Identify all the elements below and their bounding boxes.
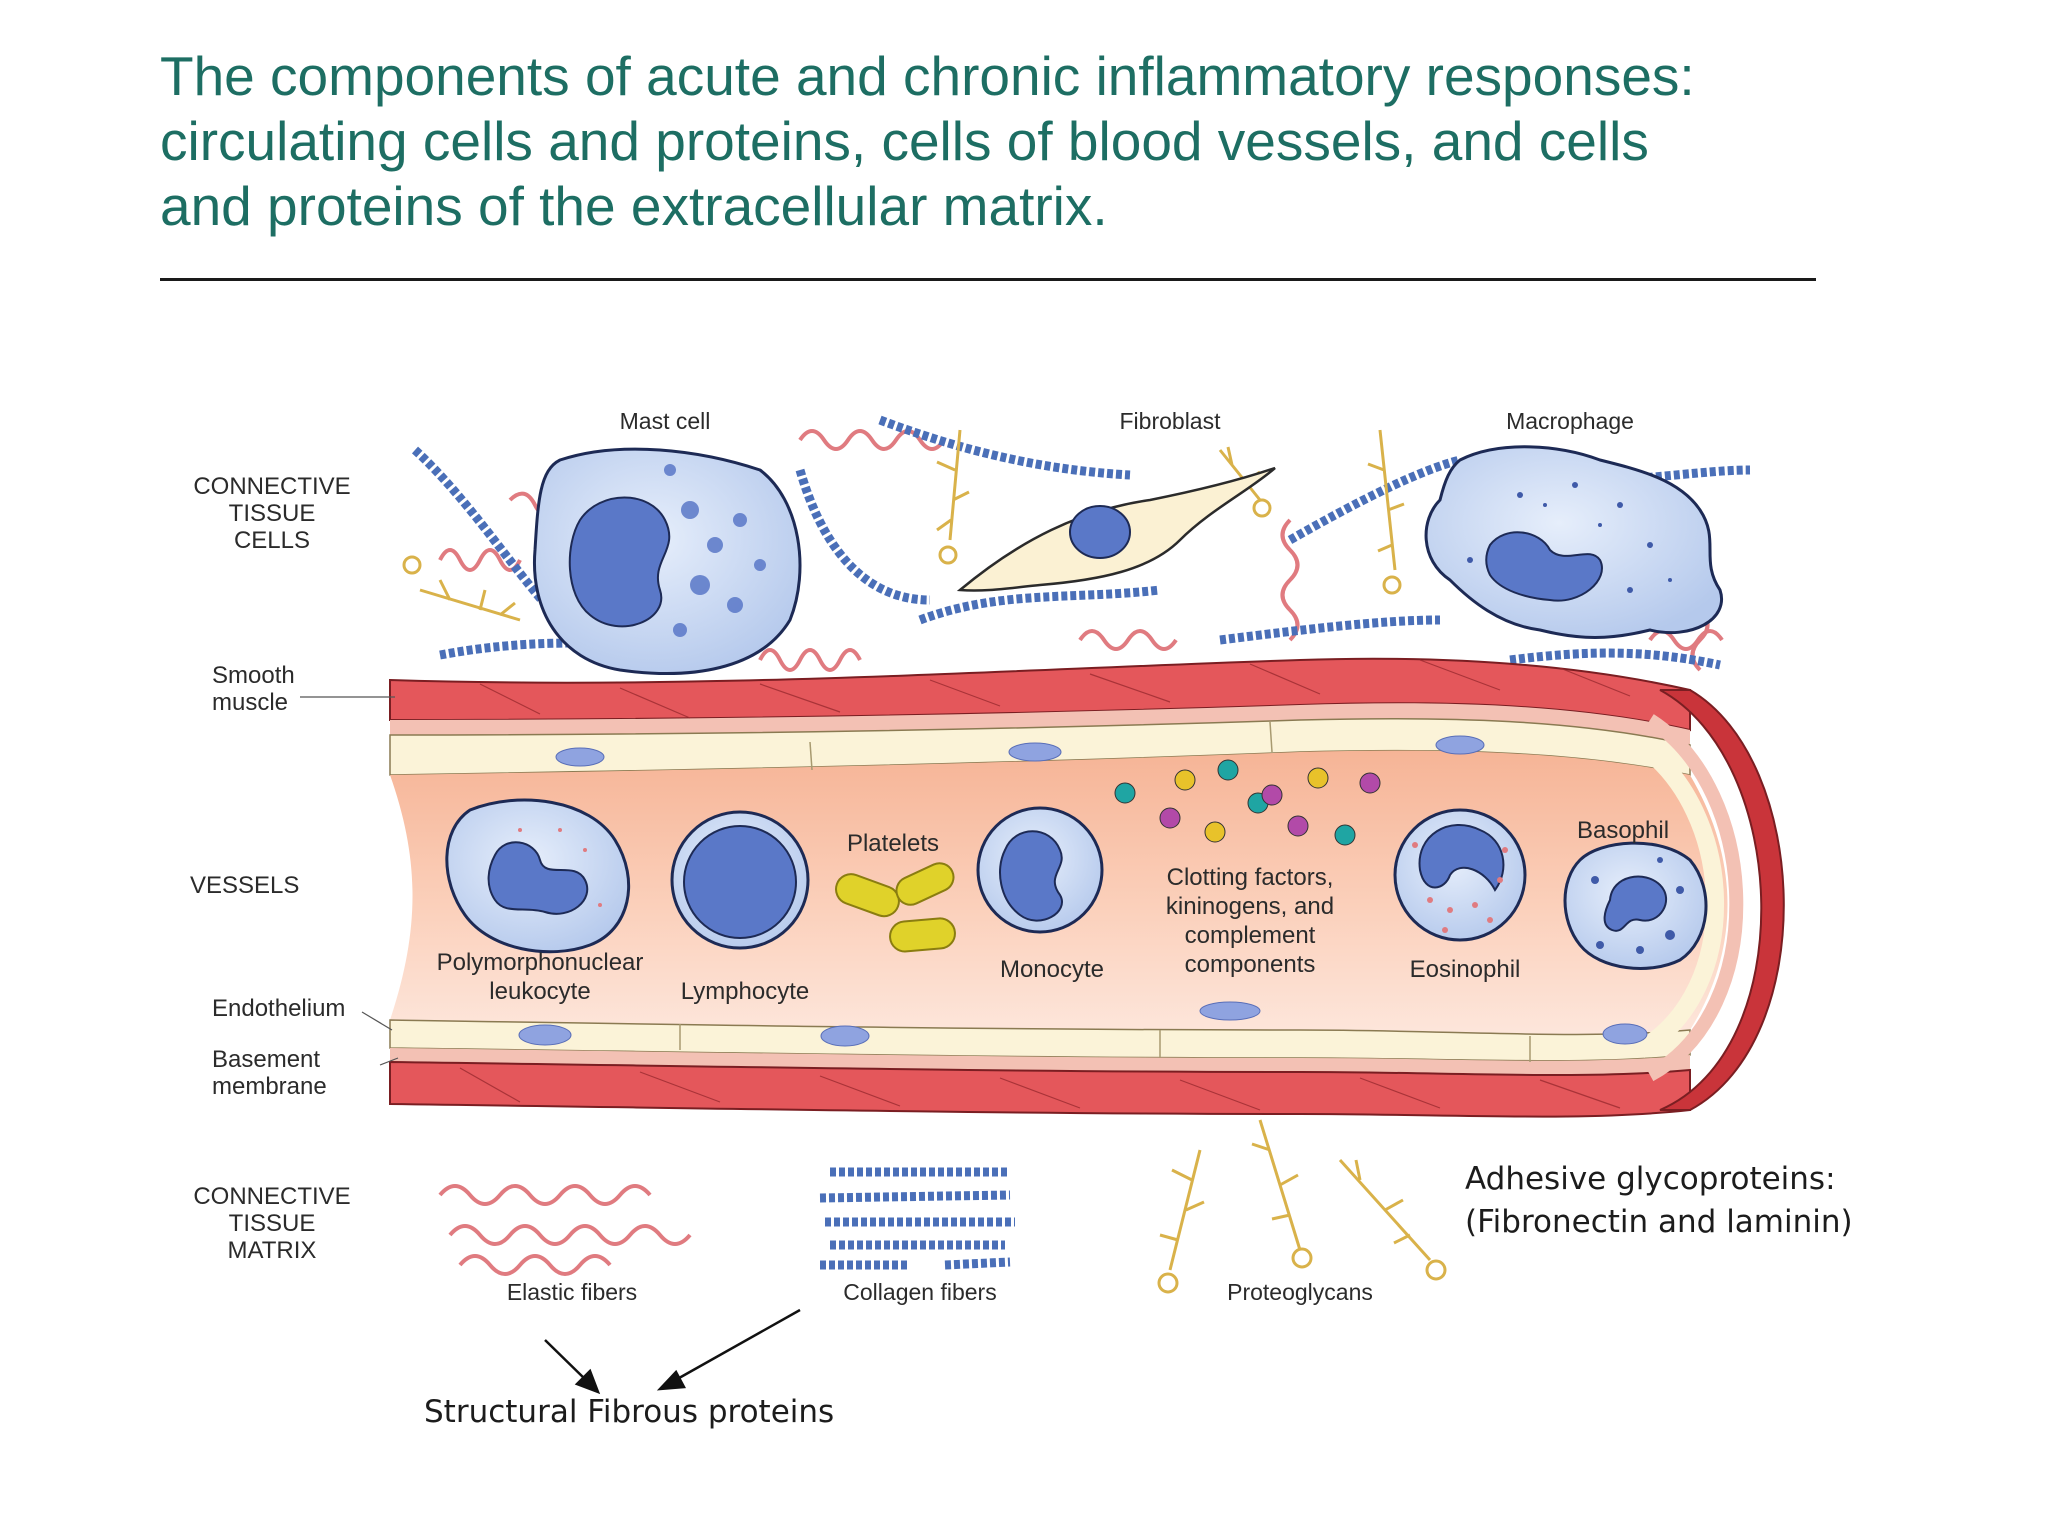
title-divider <box>160 278 1816 281</box>
macrophage-label: Macrophage <box>1506 408 1634 434</box>
ct-matrix-label-2: TISSUE <box>229 1210 316 1237</box>
title-line-2: circulating cells and proteins, cells of… <box>160 110 1649 172</box>
lymphocyte <box>670 810 810 950</box>
elastic-fiber <box>758 648 862 672</box>
collagen-fiber <box>918 585 1161 625</box>
eosinophil-label: Eosinophil <box>1410 956 1521 983</box>
ct-cells-label-3: CELLS <box>234 527 310 554</box>
elastic-fiber <box>1280 518 1300 642</box>
slide-title: The components of acute and chronic infl… <box>160 44 1860 239</box>
mast-cell <box>532 447 802 675</box>
fibroblast-label: Fibroblast <box>1120 408 1222 434</box>
elastic-fibers-label: Elastic fibers <box>507 1279 637 1305</box>
vessel-lower-basement <box>390 1048 1690 1076</box>
basement-membrane-label-2: membrane <box>212 1073 327 1100</box>
elastic-fiber <box>798 429 946 451</box>
proteoglycan <box>936 429 970 565</box>
endothelium-label: Endothelium <box>212 995 345 1022</box>
basophil-label: Basophil <box>1577 817 1669 844</box>
structural-proteins-label: Structural Fibrous proteins <box>424 1394 834 1430</box>
monocyte <box>976 806 1104 934</box>
ct-matrix-label-3: MATRIX <box>228 1237 317 1264</box>
collagen-fiber <box>795 468 931 605</box>
elastic-fiber <box>438 548 522 572</box>
basement-membrane-leader <box>379 1057 399 1066</box>
monocyte-label: Monocyte <box>1000 956 1104 983</box>
collagen-fiber <box>1219 615 1441 645</box>
macrophage <box>1424 445 1724 639</box>
fibroblast <box>956 466 1276 592</box>
elastic-fibers-sample <box>438 1184 692 1276</box>
pmn-label-1: Polymorphonuclear <box>437 949 644 976</box>
vessels-label: VESSELS <box>190 872 299 899</box>
polymorphonuclear-leukocyte <box>445 798 631 954</box>
endothelium-leader <box>361 1011 393 1031</box>
proteoglycans-sample <box>1157 1119 1447 1294</box>
mast-cell-label: Mast cell <box>620 408 711 434</box>
lymphocyte-label: Lymphocyte <box>681 978 810 1005</box>
elastic-fiber <box>1078 629 1178 651</box>
eosinophil <box>1393 808 1527 942</box>
clotting-label-2: kininogens, and <box>1166 893 1334 920</box>
vessel-upper-basement <box>390 703 1690 745</box>
proteoglycan <box>1367 429 1405 595</box>
structural-arrows <box>544 1308 801 1395</box>
collagen-fiber <box>1509 648 1721 670</box>
elastic-fiber <box>1648 629 1724 651</box>
clotting-label-3: complement <box>1185 922 1316 949</box>
vessel-cut-end <box>1659 689 1785 1111</box>
basophil <box>1563 841 1708 970</box>
adhesive-label-2: (Fibronectin and laminin) <box>1465 1204 1853 1240</box>
proteoglycan <box>402 555 521 622</box>
clotting-label-4: components <box>1185 951 1316 978</box>
ct-matrix-label-1: CONNECTIVE <box>193 1183 350 1210</box>
collagen-fibers-label: Collagen fibers <box>843 1279 996 1305</box>
ct-cells-label-2: TISSUE <box>229 500 316 527</box>
matrix-labels: Elastic fibers Collagen fibers Proteogly… <box>424 1161 1853 1430</box>
basement-membrane-label-1: Basement <box>212 1046 320 1073</box>
blood-vessel <box>389 657 1785 1118</box>
clotting-factor-particles <box>1114 759 1381 846</box>
smooth-muscle-label-1: Smooth <box>212 662 295 689</box>
platelets-label: Platelets <box>847 830 939 857</box>
proteoglycans-label: Proteoglycans <box>1227 1279 1373 1305</box>
pmn-label-2: leukocyte <box>489 978 590 1005</box>
platelets <box>835 862 956 953</box>
clotting-label-1: Clotting factors, <box>1167 864 1334 891</box>
ct-cells-label-1: CONNECTIVE <box>193 473 350 500</box>
adhesive-label-1: Adhesive glycoproteins: <box>1465 1161 1836 1197</box>
title-line-1: The components of acute and chronic infl… <box>160 45 1695 107</box>
vessel-cell-labels: Polymorphonuclear leukocyte Lymphocyte P… <box>437 817 1669 1005</box>
smooth-muscle-label-2: muscle <box>212 689 288 716</box>
left-region-labels: CONNECTIVE TISSUE CELLS Smooth muscle VE… <box>190 473 351 1264</box>
collagen-fiber <box>878 415 1131 480</box>
title-line-3: and proteins of the extracellular matrix… <box>160 175 1108 237</box>
collagen-fibers-sample <box>819 1167 1015 1270</box>
tissue-cell-labels: Mast cell Fibroblast Macrophage <box>620 408 1634 434</box>
